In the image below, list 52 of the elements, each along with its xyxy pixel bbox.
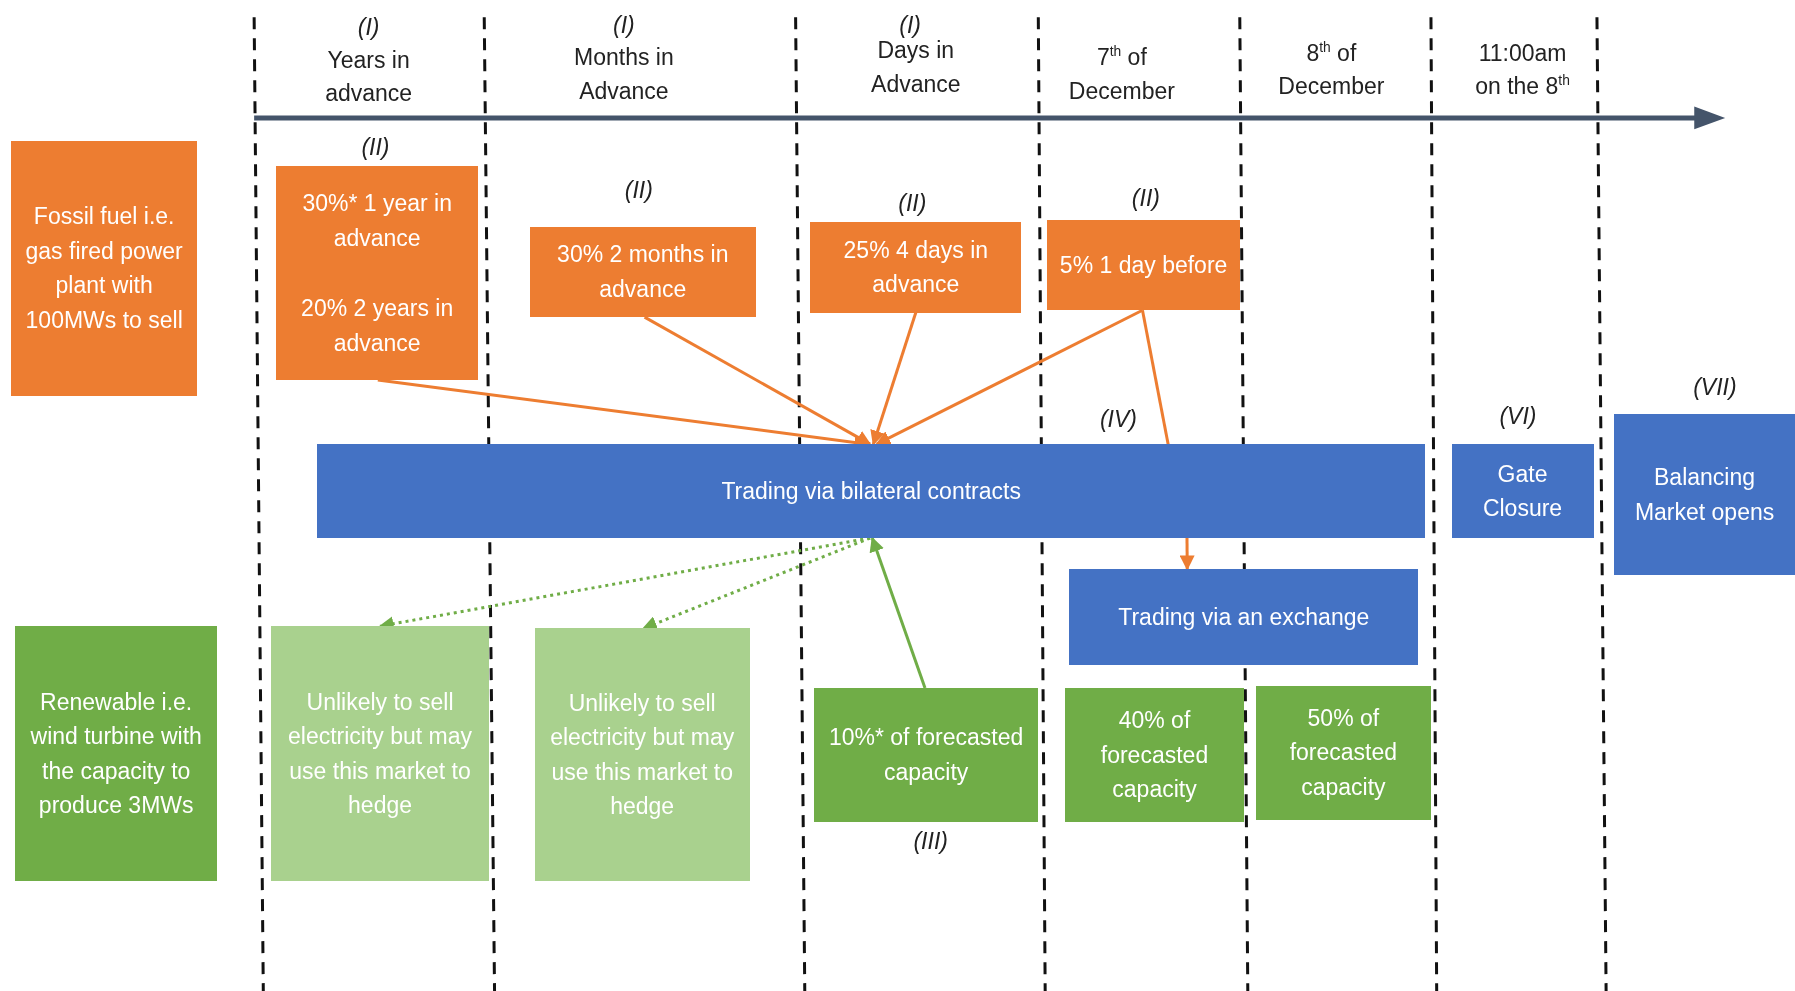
timeline-label: Years in advance — [324, 45, 414, 108]
fossil-box — [275, 166, 479, 381]
roman-numeral-label: (II) — [624, 176, 653, 204]
timeline-label: 11:00am on the 8$^{th}$ — [1474, 38, 1571, 101]
fossil-box — [1047, 219, 1240, 311]
box-text: 30% 2 months in advance — [556, 240, 730, 304]
arrow — [643, 315, 872, 446]
box-text: 30%* 1 year in advance — [301, 189, 453, 253]
renewable-box — [813, 688, 1039, 822]
roman-numeral-label: (II) — [1131, 184, 1160, 212]
box-text: Unlikely to sell electricity but may use this market to hedge — [549, 688, 736, 822]
renewable-box — [14, 626, 218, 882]
renewable-box — [1064, 688, 1245, 822]
roman-numeral-label: (VI) — [1499, 402, 1537, 430]
box-text: Unlikely to sell electricity but may use this market to hedge — [287, 687, 474, 821]
timeline-label: Months in Advance — [573, 43, 675, 106]
fossil-box — [810, 222, 1022, 313]
box-text: 50% of forecasted capacity — [1288, 703, 1399, 802]
process-box — [317, 444, 1426, 538]
arrow — [870, 312, 918, 446]
renewable-box — [1255, 685, 1431, 820]
box-text: Renewable i.e. wind turbine with the capacity to produce 3MWs — [29, 687, 203, 821]
timeline-label: 7$^{th}$ of December — [1067, 43, 1176, 106]
process-box — [1614, 414, 1795, 575]
roman-numeral-label: (IV) — [1099, 405, 1137, 433]
box-text: 5% 1 day before — [1059, 250, 1228, 280]
box-text: 20% 2 years in advance — [300, 294, 455, 358]
roman-numeral-label: (II) — [361, 133, 390, 160]
roman-numeral-label: (I) — [613, 11, 635, 41]
roman-numeral-label: (VII) — [1693, 373, 1737, 401]
fossil-box — [530, 226, 756, 318]
box-text: Trading via bilateral contracts — [721, 476, 1021, 506]
timeline-label: 8$^{th}$ of December — [1277, 38, 1386, 101]
process-box — [1069, 568, 1419, 666]
arrow — [875, 308, 1144, 446]
hedge-box — [534, 628, 750, 882]
arrow — [1179, 538, 1195, 571]
dotted-arrow — [641, 536, 871, 631]
box-text: 25% 4 days in advance — [842, 235, 990, 300]
process-box — [1451, 444, 1594, 538]
box-text: Fossil fuel i.e. gas fired power plant with 100MWs to sell — [24, 202, 184, 335]
roman-numeral-label: (II) — [898, 189, 927, 217]
roman-numeral-label: (III) — [913, 827, 948, 855]
roman-numeral-label: (I) — [357, 13, 380, 43]
box-text: Balancing Market opens — [1633, 463, 1776, 527]
fossil-box — [11, 140, 197, 397]
arrow — [869, 536, 927, 689]
hedge-box — [271, 626, 489, 882]
box-text: 10%* of forecasted capacity — [827, 723, 1025, 787]
box-text: Trading via an exchange — [1118, 602, 1370, 632]
box-text: 40% of forecasted capacity — [1099, 706, 1210, 805]
box-text: Gate Closure — [1481, 459, 1564, 524]
